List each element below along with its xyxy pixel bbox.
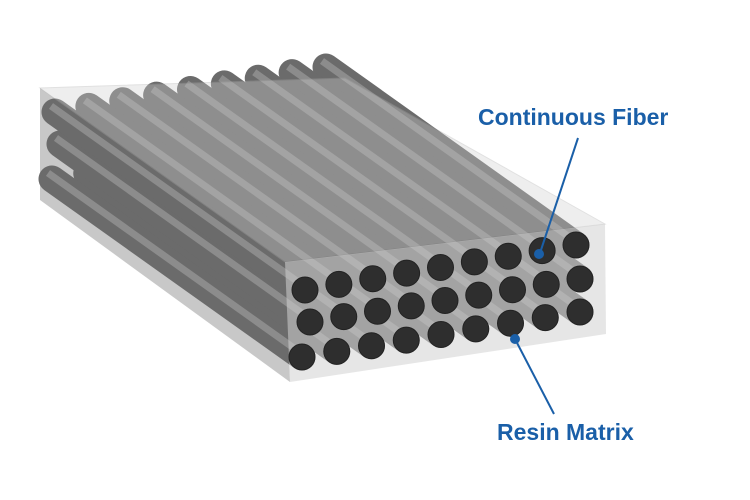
fiber-rod-highlight [252,69,507,254]
matrix-leader-line [514,338,555,415]
fiber-leader-dot [534,249,544,259]
resin-matrix-label: Resin Matrix [497,419,634,445]
fiber-rod-highlight [82,97,337,282]
fiber-rod-highlight [218,75,473,259]
fiber-end [566,298,594,326]
fiber-leader-line [539,137,579,254]
fiber-rod-highlight [53,135,309,319]
fiber-end [566,265,594,293]
fiber-end [532,270,560,298]
fiber-end [330,303,358,331]
fiber-end [323,337,351,365]
fiber-end [431,287,459,314]
fiber-end [325,270,353,298]
fiber-end [291,276,319,304]
continuous-fiber-label: Continuous Fiber [478,104,669,130]
fiber-rod-highlight [150,86,405,270]
fiber-end [465,281,493,309]
fiber-end [494,242,522,270]
fiber-rod-highlight [45,170,301,354]
fiber-end [397,292,425,320]
fiber-end [393,259,421,287]
fiber-end [427,254,454,281]
fiber-end [462,315,490,343]
fiber-rod-highlight [319,58,575,242]
fiber-end [427,321,455,348]
fiber-end [359,265,387,293]
fiber-end [296,308,324,336]
fiber-rod-highlight [286,63,541,248]
fiber-rod-highlight [116,91,371,276]
fiber-end [497,309,524,337]
fiber-end [364,297,391,325]
fiber-end [392,326,420,354]
fiber-rod-highlight [48,103,304,287]
fiber-end [460,248,488,276]
fiber-end [499,276,526,304]
fiber-ends [288,231,594,371]
fiber-end [358,332,385,360]
fiber-end [531,304,559,332]
matrix-leader-dot [510,334,520,344]
fiber-end [562,231,590,259]
fiber-end [288,343,316,371]
fiber-rod-highlight [184,80,439,265]
